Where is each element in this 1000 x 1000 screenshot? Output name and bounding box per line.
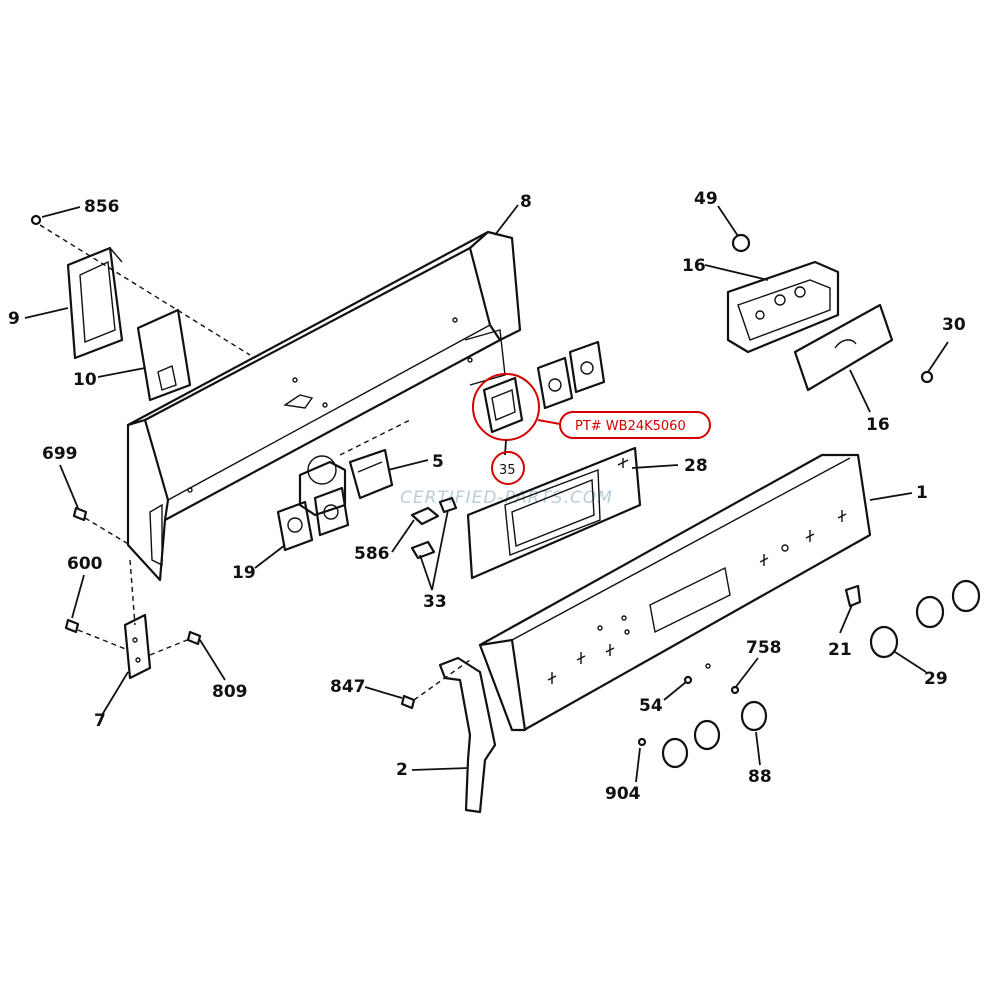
leader-586 (391, 519, 415, 553)
screw-856 (30, 214, 42, 226)
callout-847: 847 (330, 677, 366, 697)
leader-54 (663, 681, 687, 701)
assembly-line (339, 419, 411, 456)
leader-5 (387, 459, 429, 471)
assembly-line (129, 559, 136, 626)
screw-847 (400, 694, 416, 710)
callout-699: 699 (42, 444, 78, 464)
callout-856: 856 (84, 197, 120, 217)
screw-600 (64, 618, 80, 634)
callout-35: 35 (499, 463, 516, 478)
part-904-screw (637, 737, 647, 747)
callout-600: 600 (67, 554, 103, 574)
leader-9 (24, 307, 69, 319)
part-586-component (410, 506, 440, 526)
callout-2: 2 (396, 760, 408, 780)
part-16-overlay (793, 303, 894, 392)
leader-699 (59, 464, 79, 509)
callout-54: 54 (639, 696, 663, 716)
leader-2 (411, 767, 469, 771)
part-5-switches (298, 448, 394, 517)
leader-7 (101, 671, 129, 716)
leader-19 (254, 544, 286, 569)
callout-904: 904 (605, 784, 641, 804)
callout-809: 809 (212, 682, 248, 702)
callout-16-board: 16 (682, 256, 706, 276)
callout-8: 8 (520, 192, 532, 212)
callout-49: 49 (694, 189, 718, 209)
callout-29: 29 (924, 669, 948, 689)
callout-7: 7 (94, 711, 106, 731)
part-number-badge (559, 411, 711, 439)
leader-758 (734, 657, 759, 689)
leader-49 (717, 205, 739, 237)
screw-30 (920, 370, 934, 384)
callout-9: 9 (8, 309, 20, 329)
leader-10 (97, 367, 146, 378)
assembly-line (84, 517, 131, 546)
callout-30: 30 (942, 315, 966, 335)
part-10-bracket (136, 308, 192, 402)
leader-88 (755, 731, 761, 766)
part-number-text: PT# WB24K5060 (575, 419, 686, 434)
callout-19: 19 (232, 563, 256, 583)
part-2-end-cap (438, 656, 497, 814)
leader-21 (839, 604, 853, 634)
callout-21: 21 (828, 640, 852, 660)
callout-33: 33 (423, 592, 447, 612)
part-29-knobs (869, 579, 981, 659)
callout-10: 10 (73, 370, 97, 390)
part-21-stem (844, 584, 862, 608)
leader-16b (849, 369, 871, 413)
leader-16a (704, 264, 769, 281)
part-54-screw (683, 675, 693, 685)
leader-600 (71, 574, 85, 619)
leader-847 (364, 686, 403, 699)
leader-809 (199, 639, 226, 681)
callout-35-circle (491, 451, 525, 485)
callout-28: 28 (684, 456, 708, 476)
part-9-bracket (66, 246, 124, 360)
part-33-components (410, 496, 458, 560)
leader-1 (869, 492, 913, 501)
callout-758: 758 (746, 638, 782, 658)
part-19-switches (276, 486, 350, 552)
callout-586: 586 (354, 544, 390, 564)
screw-699 (72, 506, 88, 522)
assembly-line (39, 224, 251, 356)
part-49-knob (731, 233, 751, 253)
callout-1: 1 (916, 483, 928, 503)
callout-5: 5 (432, 452, 444, 472)
leader-29 (894, 651, 927, 673)
callout-88: 88 (748, 767, 772, 787)
assembly-line (413, 659, 471, 701)
leader-30 (927, 341, 949, 373)
leader-28 (631, 464, 679, 469)
leader-904 (635, 747, 641, 783)
assembly-line (77, 629, 129, 651)
leader-8 (494, 204, 519, 236)
callout-16-overlay: 16 (866, 415, 890, 435)
part-1-control-panel (478, 453, 872, 732)
part-16-control-board (726, 260, 840, 354)
part-35-switch (472, 373, 540, 441)
part-28-panel (466, 446, 642, 580)
part-88-knobs (661, 700, 768, 769)
part-8-backsplash-frame (126, 230, 522, 582)
leader-856 (41, 206, 81, 218)
part-7-bracket (123, 613, 152, 680)
leader-highlight (537, 419, 561, 425)
screw-809 (186, 630, 202, 646)
leader-33 (419, 509, 449, 591)
part-35-companion-switches (536, 340, 606, 410)
assembly-line (149, 637, 193, 656)
